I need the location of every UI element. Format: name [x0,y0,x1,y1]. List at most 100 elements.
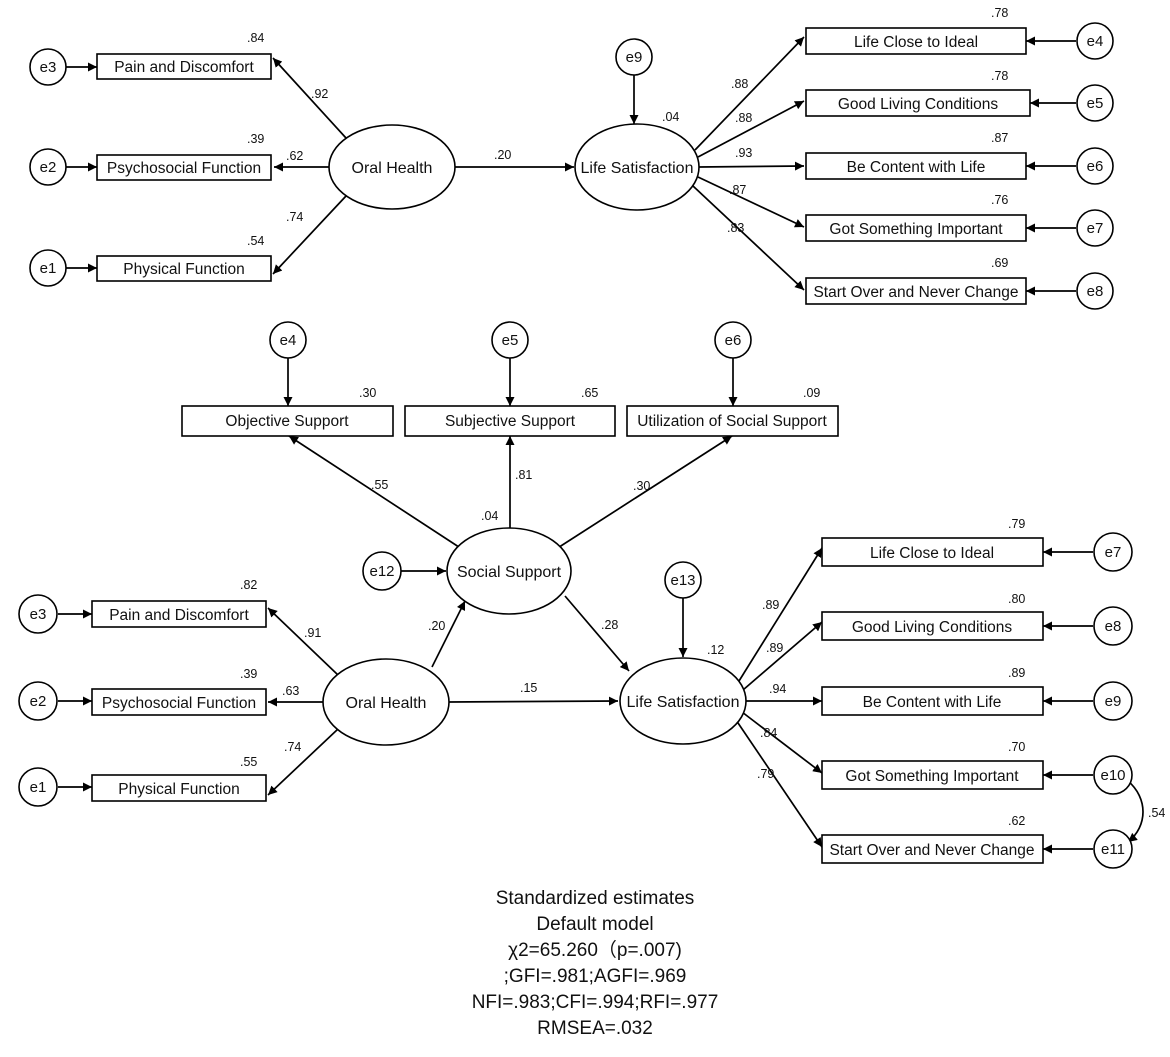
error-label-m1-e6: e6 [1087,158,1104,175]
r2-m2-startover: .62 [1008,814,1025,828]
box-m1-content [805,152,1027,180]
path-coef-oh-ss: .20 [428,619,445,633]
error-label-m2-e4: e4 [280,332,297,349]
error-label-m2-e12: e12 [369,563,394,580]
latent-label-m2-oral-health: Oral Health [346,695,427,712]
loading-objective: .55 [371,478,388,492]
error-m2-e5 [491,321,529,359]
latent-label-m1-oral-health: Oral Health [352,160,433,177]
path-oh1-physical [272,195,347,275]
r2-m2-psycho: .39 [240,667,257,681]
error-label-m2-e8: e8 [1105,618,1122,635]
error-m2-e7 [1093,532,1133,572]
loading-utilization: .30 [633,479,650,493]
box-utilization-support [626,405,839,437]
box-m2-ideal [821,537,1044,567]
box-subjective-support [404,405,616,437]
latent-social-support [446,527,572,615]
latent-label-m2-life-satisfaction: Life Satisfaction [627,694,740,711]
fit-line-gfi: ;GFI=.981;AGFI=.969 [503,966,687,987]
box-m2-physical [91,774,267,802]
loading-m2-startover: .79 [757,767,774,781]
error-label-m2-e11: e11 [1101,841,1125,858]
r2-m2-content: .89 [1008,666,1025,680]
box-m1-physical [96,255,272,282]
error-label-m2-e7: e7 [1105,544,1122,561]
error-m1-e1 [29,249,67,287]
box-m1-living [805,89,1031,117]
r2-social-support: .04 [481,509,498,523]
error-label-m1-e8: e8 [1087,283,1104,300]
path-ls1-living [697,100,805,158]
error-m2-e1 [18,767,58,807]
path-oh2-pain [267,607,339,676]
box-m2-pain [91,600,267,628]
error-m1-e7 [1076,209,1114,247]
label-m2-psycho: Psychosocial Function [102,695,256,712]
loading-m2-psycho: .63 [282,684,299,698]
r2-m1-ideal: .78 [991,6,1008,20]
error-m1-e6 [1076,147,1114,185]
fit-line-nfi: NFI=.983;CFI=.994;RFI=.977 [471,992,719,1013]
loading-m1-content: .93 [735,146,752,160]
path-coef-oh-ls: .15 [520,681,537,695]
path-ls1-important [697,176,805,228]
fit-statistics: Standardized estimates Default model χ2=… [385,886,805,1042]
r2-m1-psycho: .39 [247,132,264,146]
error-label-m1-e3: e3 [40,59,57,76]
fit-line-estimates: Standardized estimates [495,888,695,909]
error-m2-e11 [1093,829,1133,869]
path-ss-ls2 [564,595,630,672]
r2-m1-ls: .04 [662,110,679,124]
r2-m2-important: .70 [1008,740,1025,754]
covariance-value: .54 [1148,806,1165,820]
fit-line-chisq: χ2=65.260（p=.007) [508,940,682,961]
error-label-m2-e13: e13 [670,572,695,589]
error-m2-e9 [1093,681,1133,721]
label-m1-psycho: Psychosocial Function [107,160,261,177]
path-ls1-startover [692,185,805,291]
loading-m1-startover: .83 [727,221,744,235]
r2-m1-important: .76 [991,193,1008,207]
box-objective-support [181,405,394,437]
error-label-m2-e9: e9 [1105,693,1122,710]
path-ls2-important [741,711,823,774]
box-m2-living [821,611,1044,641]
label-objective-support: Objective Support [225,413,349,430]
loading-m1-important: .87 [729,183,746,197]
box-m2-psycho [91,688,267,716]
error-label-m1-e2: e2 [40,159,57,176]
label-m2-physical: Physical Function [118,781,239,798]
r2-subjective: .65 [581,386,598,400]
label-subjective-support: Subjective Support [445,413,576,430]
latent-label-m1-life-satisfaction: Life Satisfaction [581,160,694,177]
error-m1-e5 [1076,84,1114,122]
path-ss-utilization [552,435,733,552]
fit-line-model: Default model [536,914,654,935]
error-label-m1-e9: e9 [626,49,643,66]
loading-m2-pain: .91 [304,626,321,640]
model-2: Objective Support Subjective Support Uti… [18,321,1165,869]
loading-m2-ideal: .89 [762,598,779,612]
error-label-m2-e3: e3 [30,606,47,623]
r2-m1-content: .87 [991,131,1008,145]
r2-m2-living: .80 [1008,592,1025,606]
error-m2-e12 [362,551,402,591]
error-m2-e3 [18,594,58,634]
latent-m2-life-satisfaction [619,657,747,745]
error-label-m2-e5: e5 [502,332,519,349]
label-m2-living: Good Living Conditions [852,619,1013,636]
path-ls1-content [698,161,805,171]
loading-m1-physical: .74 [286,210,303,224]
loading-m1-psycho: .62 [286,149,303,163]
covariance-e10-e11 [1121,775,1144,843]
box-m1-ideal [805,27,1027,55]
error-m2-e2 [18,681,58,721]
path-ss-objective [288,435,466,552]
r2-m2-ls: .12 [707,643,724,657]
r2-m2-ideal: .79 [1008,517,1025,531]
loading-m1-ideal: .88 [731,77,748,91]
fit-line-rmsea: RMSEA=.032 [537,1018,653,1039]
path-oh2-physical [267,728,339,796]
box-m2-startover [821,834,1044,864]
